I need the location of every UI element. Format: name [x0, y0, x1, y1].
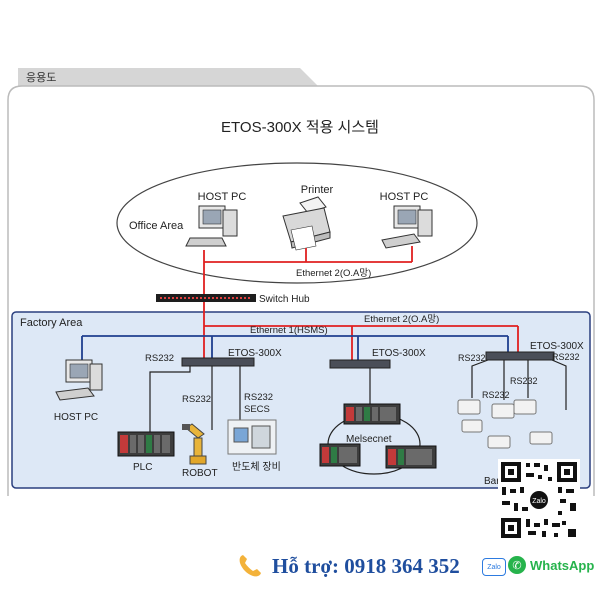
rs232-barcode-3-label: RS232 [510, 376, 538, 386]
robot-label: ROBOT [182, 468, 218, 479]
etos-right-device [485, 351, 555, 361]
office-area-label: Office Area [129, 220, 184, 232]
etos-left-device [181, 357, 255, 367]
rs232-plc-label: RS232 [145, 353, 174, 364]
office-ethernet-label: Ethernet 2(O.A망) [296, 268, 371, 279]
etos-right-label: ETOS-300X [530, 341, 584, 352]
diagram-title: ETOS-300X 적용 시스템 [221, 119, 379, 136]
whatsapp-label: WhatsApp [530, 557, 595, 573]
etos-mid-device [329, 359, 391, 369]
support-hotline: Hỗ trợ: 0918 364 352 [236, 552, 460, 580]
robot-icon [182, 423, 207, 465]
factory-ethernet1-line [81, 335, 509, 360]
tab-background [18, 68, 318, 86]
factory-ethernet2-line [203, 302, 519, 360]
outer-frame [7, 85, 595, 496]
printer-icon [282, 196, 331, 251]
barcode-label: Bar [484, 476, 500, 487]
plc-icon [117, 431, 175, 457]
rs232-barcode-2-label: RS232 [482, 390, 510, 400]
phone-icon [239, 555, 261, 577]
office-host-pc-left-label: HOST PC [198, 191, 247, 203]
whatsapp-link[interactable]: ✆ WhatsApp [508, 556, 594, 574]
factory-ethernet2-label: Ethernet 2(O.A망) [364, 314, 439, 325]
etos-left-connections [149, 366, 241, 432]
switch-hub-label: Switch Hub [259, 294, 310, 305]
rs232-barcode-1-label: RS232 [458, 353, 486, 363]
factory-area-label: Factory Area [20, 317, 83, 329]
semiconductor-equipment-icon [227, 419, 277, 455]
hotline-text: Hỗ trợ: 0918 364 352 [272, 553, 460, 578]
melsecnet-plc-left-icon [319, 443, 361, 467]
etos-left-label: ETOS-300X [228, 348, 282, 359]
whatsapp-icon: ✆ [508, 556, 526, 574]
rs232-secs-label: RS232 [244, 392, 273, 403]
factory-host-pc-label: HOST PC [54, 412, 98, 423]
office-area-ellipse [116, 162, 478, 284]
office-host-pc-right-icon [381, 205, 433, 249]
barcode-scanner-icons [457, 399, 553, 449]
melsecnet-plc-right-icon [385, 445, 437, 469]
rs232-barcode-4-label: RS232 [552, 352, 580, 362]
zalo-link[interactable]: Zalo [482, 558, 506, 576]
secs-label: SECS [244, 404, 270, 415]
melsecnet-plc-top-icon [343, 403, 401, 425]
factory-ethernet1-label: Ethernet 1(HSMS) [250, 325, 328, 336]
tab-label: 응용도 [26, 71, 56, 84]
plc-label: PLC [133, 462, 152, 473]
rs232-robot-label: RS232 [182, 394, 211, 405]
semi-equipment-label: 반도체 장비 [232, 461, 281, 473]
office-host-pc-right-label: HOST PC [380, 191, 429, 203]
switch-hub-icon [156, 294, 256, 302]
etos-mid-label: ETOS-300X [372, 348, 426, 359]
qr-code-icon: Zalo [498, 459, 580, 541]
svg-text:Zalo: Zalo [532, 498, 546, 505]
etos-right-connections [471, 359, 567, 410]
office-host-pc-left-icon [185, 205, 238, 247]
melsecnet-label: Melsecnet [346, 434, 392, 445]
office-ethernet-lines [203, 246, 413, 294]
factory-host-pc-icon [55, 359, 103, 401]
printer-label: Printer [301, 184, 334, 196]
